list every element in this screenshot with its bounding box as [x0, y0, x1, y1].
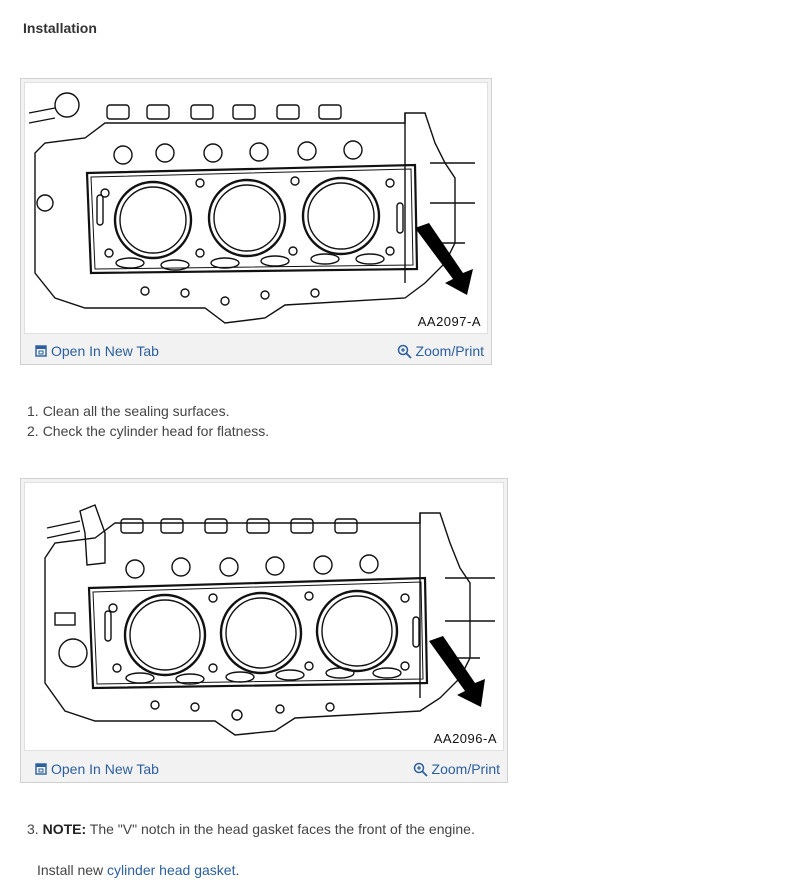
figure-code: AA2096-A — [433, 731, 497, 746]
install-instruction: Install new cylinder head gasket. — [37, 862, 240, 878]
open-in-new-tab-label: Open In New Tab — [51, 343, 159, 359]
figure-engine-block-1: AA2097-A Open In New Tab Zoom/Print — [20, 78, 492, 365]
engine-block-drawing — [28, 92, 475, 324]
zoom-in-icon — [413, 762, 428, 777]
figure-code: AA2097-A — [417, 314, 481, 329]
open-in-new-tab-label: Open In New Tab — [51, 761, 159, 777]
list-item: 2.Check the cylinder head for flatness. — [27, 423, 270, 439]
zoom-print-label: Zoom/Print — [415, 343, 484, 359]
new-tab-icon — [35, 763, 47, 775]
list-item: 1.Clean all the sealing surfaces. — [27, 403, 230, 419]
cylinder-head-gasket-link[interactable]: cylinder head gasket — [107, 862, 236, 878]
engine-block-drawing — [44, 504, 495, 736]
note-label: NOTE: — [42, 821, 87, 837]
open-in-new-tab-link[interactable]: Open In New Tab — [35, 343, 159, 359]
section-title: Installation — [23, 20, 97, 36]
open-in-new-tab-link[interactable]: Open In New Tab — [35, 761, 159, 777]
engine-diagram-image[interactable] — [24, 482, 504, 751]
new-tab-icon — [35, 345, 47, 357]
engine-diagram-image[interactable] — [24, 82, 488, 334]
figure-engine-block-2: AA2096-A Open In New Tab Zoom/Print — [20, 478, 508, 783]
zoom-print-link[interactable]: Zoom/Print — [413, 761, 500, 777]
zoom-in-icon — [397, 344, 412, 359]
step-3-note: 3. NOTE: The "V" notch in the head gaske… — [27, 821, 475, 837]
zoom-print-label: Zoom/Print — [431, 761, 500, 777]
zoom-print-link[interactable]: Zoom/Print — [397, 343, 484, 359]
installation-steps: 1.Clean all the sealing surfaces. 2.Chec… — [27, 401, 269, 441]
